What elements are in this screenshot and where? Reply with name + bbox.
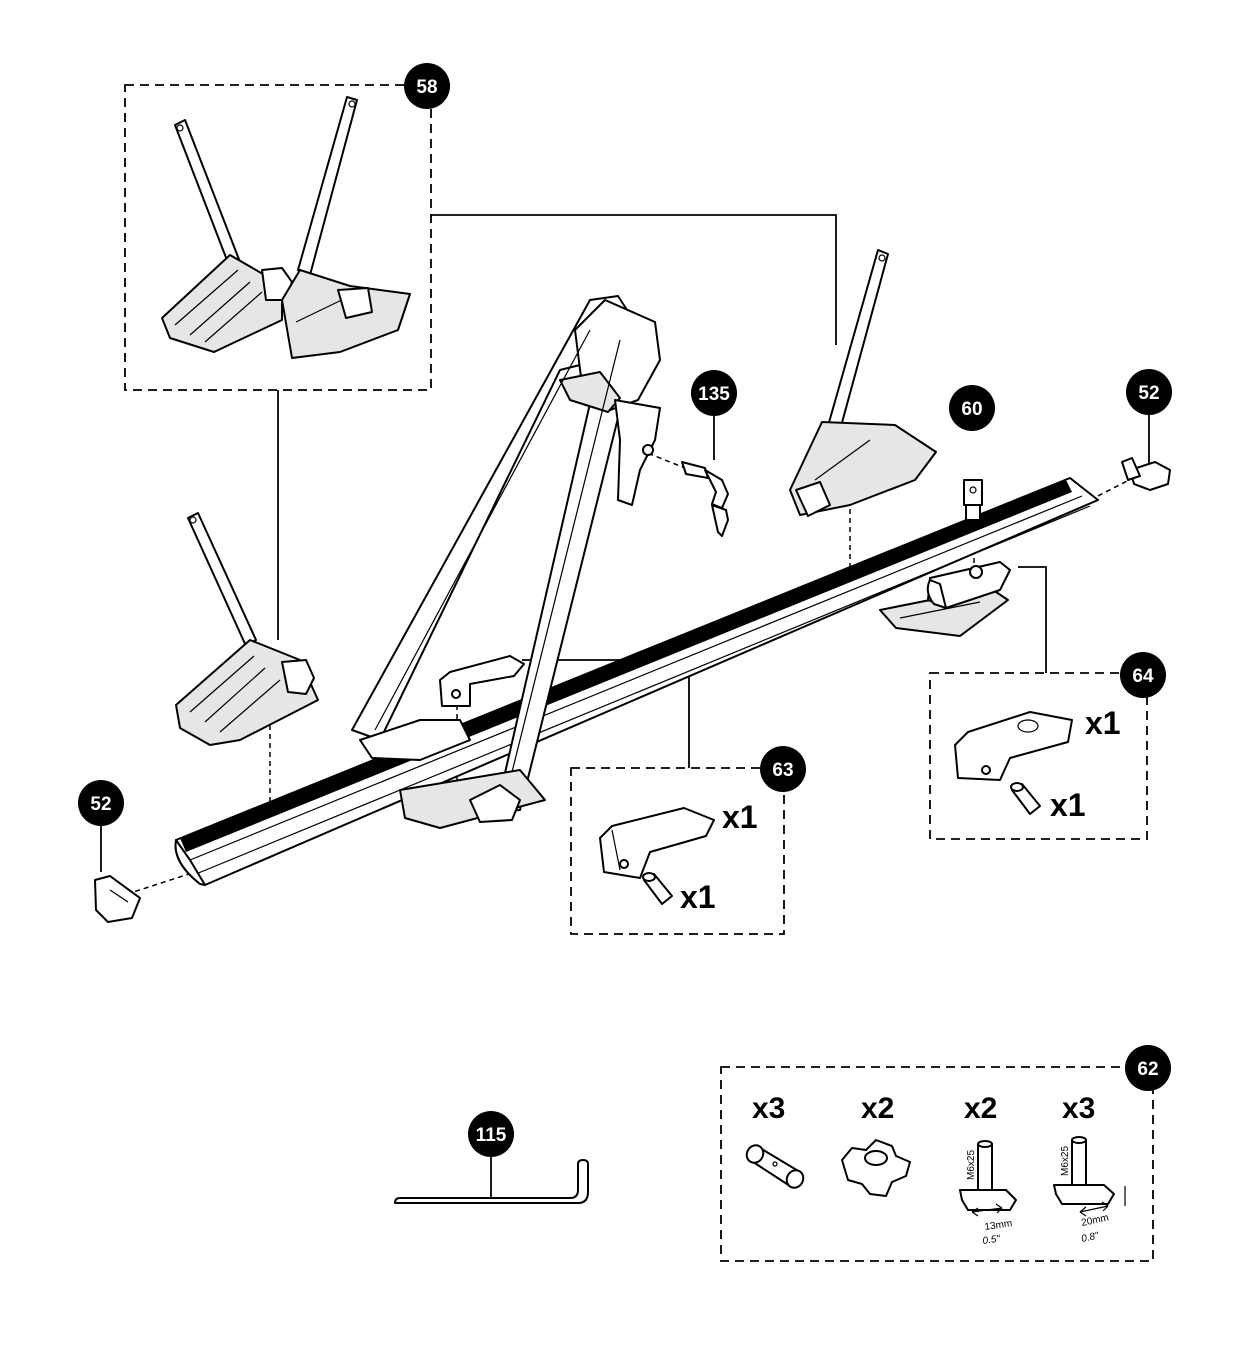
box-62 <box>720 1066 1154 1262</box>
svg-text:135: 135 <box>698 384 730 405</box>
callout-64: 64 <box>1120 652 1166 698</box>
frame-holder-arm <box>351 295 661 829</box>
lock-cylinder-with-keys <box>681 461 729 537</box>
spacer-sleeve <box>745 1144 805 1189</box>
svg-text:115: 115 <box>476 1125 507 1146</box>
callout-62: 62 <box>1125 1045 1171 1091</box>
svg-text:62: 62 <box>1137 1059 1158 1080</box>
qty-box64-pin: x1 <box>1050 787 1086 823</box>
callout-58: 58 <box>404 63 450 109</box>
assembly-line-key <box>639 449 686 469</box>
callout-135: 135 <box>691 370 737 416</box>
wheel-holder-left-assembled <box>175 512 319 746</box>
qty-kit62-spacer: x3 <box>752 1092 785 1125</box>
end-cap-left <box>94 875 141 923</box>
spec-bolt-large-thread: M6x25 <box>1060 1146 1071 1176</box>
svg-text:60: 60 <box>961 399 982 420</box>
leader-58-to-right-holder <box>431 214 837 345</box>
svg-text:52: 52 <box>90 794 111 815</box>
svg-text:64: 64 <box>1132 666 1154 687</box>
rail-clamp-base <box>879 561 1011 637</box>
qty-box63-handle: x1 <box>722 799 758 835</box>
wheel-holder-box-left <box>161 119 293 353</box>
callout-63: 63 <box>760 746 806 792</box>
callout-52-left: 52 <box>78 780 124 826</box>
assembly-line-endcap-right <box>1089 477 1134 501</box>
pin-part-64 <box>1010 782 1041 815</box>
spec-bolt-small-thread: M6x25 <box>966 1150 977 1180</box>
qty-kit62-bolt-small: x2 <box>964 1092 997 1125</box>
dim-arrow-13mm <box>971 1203 1003 1217</box>
quick-release-handle-on-rail <box>439 655 525 707</box>
handle-part-64 <box>954 711 1073 781</box>
pin-part-63 <box>642 872 673 905</box>
box-63 <box>570 767 785 935</box>
svg-text:63: 63 <box>772 760 793 781</box>
end-cap-right <box>1121 457 1171 491</box>
spec-bolt-large-in: 0.8" <box>1080 1230 1100 1244</box>
svg-text:58: 58 <box>416 77 437 98</box>
wheel-holder-box-right <box>281 96 411 359</box>
spec-bolt-small-in: 0.5" <box>982 1234 1001 1247</box>
callout-115: 115 <box>468 1111 514 1157</box>
spec-bolt-small-mm: 13mm <box>984 1218 1013 1233</box>
star-knob <box>841 1139 911 1197</box>
box-64 <box>929 672 1148 840</box>
callout-52-right: 52 <box>1126 369 1172 415</box>
hex-key <box>394 1159 589 1204</box>
wheel-holder-right-assembled <box>789 249 937 517</box>
qty-kit62-knob: x2 <box>861 1092 894 1125</box>
t-bolt-small <box>959 1140 1017 1211</box>
qty-box63-pin: x1 <box>680 879 716 915</box>
lock-cylinder-60 <box>963 479 983 521</box>
svg-text:52: 52 <box>1138 383 1159 404</box>
leader-64-to-mount <box>1018 566 1047 673</box>
qty-kit62-bolt-large: x3 <box>1062 1092 1095 1125</box>
handle-part-63 <box>599 807 715 879</box>
dim-arrow-20mm <box>1079 1201 1109 1217</box>
callout-60: 60 <box>949 385 995 431</box>
t-bolt-large <box>1053 1136 1126 1206</box>
qty-box64-handle: x1 <box>1085 705 1121 741</box>
box-58 <box>124 84 432 391</box>
